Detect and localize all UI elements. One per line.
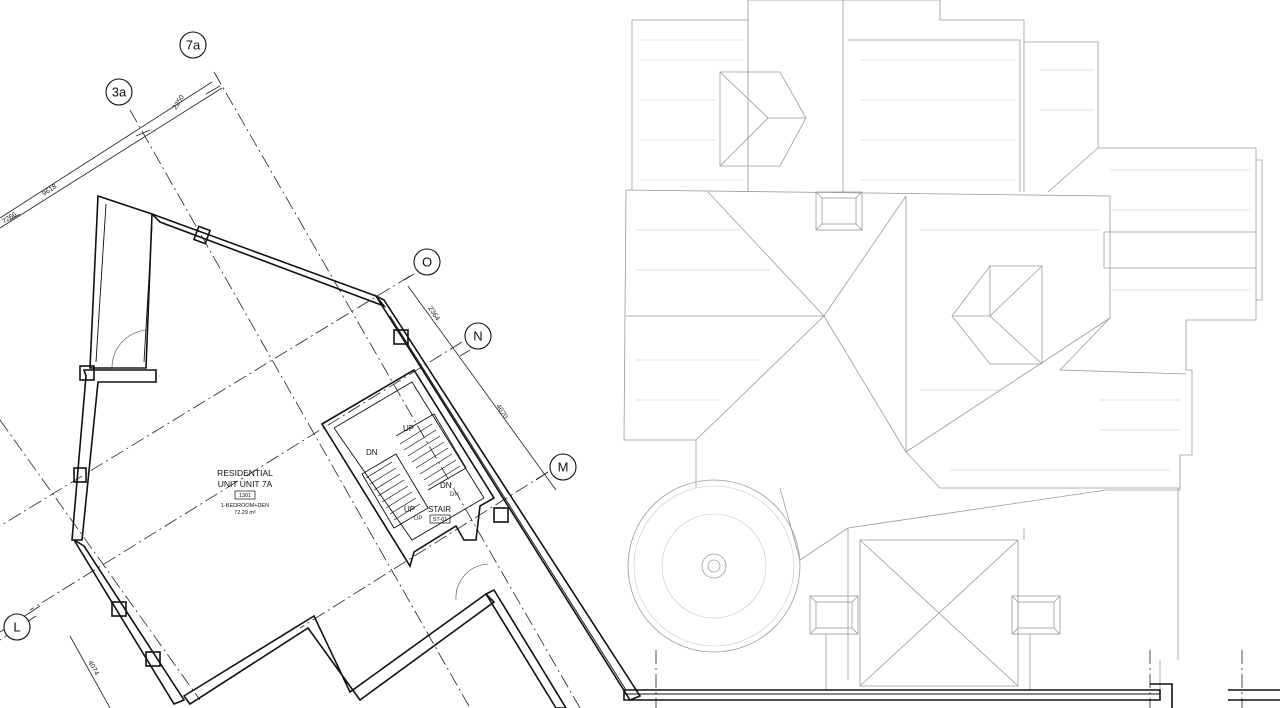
room-name-line2: UNIT UNIT 7A [218,479,273,489]
svg-text:7a: 7a [186,38,201,53]
grid-bubble-3a: 3a [105,78,133,106]
dimension-2250: 2250 [172,94,186,111]
wall-south-exterior-right [1150,683,1280,708]
svg-text:3a: 3a [112,85,127,100]
wall-south-exterior [623,689,1161,701]
round-turret [627,479,801,653]
wall-upper-diagonal [151,213,387,308]
roof-plan [623,0,1263,691]
wall-bottom-corridor [484,588,567,708]
wall-east-inner [389,315,627,691]
grid-line-m [299,471,549,629]
column-5 [192,225,212,245]
stair-label-dn-right: DN [440,481,452,490]
column-2 [73,467,87,483]
room-area: 72.29 m² [234,510,256,516]
wall-southwest-diagonal [73,539,186,705]
stair-tag: UP DN DN DN UP UP STAIR ST-01 [366,424,459,524]
chimney-bottom-right [1011,595,1061,635]
room-name-line1: RESIDENTIAL [217,468,273,478]
room-tag-unit-7a: RESIDENTIAL UNIT UNIT 7A 1301 1-BEDROOM+… [217,468,273,516]
column-1 [79,365,95,381]
roof-lower-edge [779,487,1107,561]
column-3 [111,601,127,617]
grid-lines [0,71,1243,708]
door-swings [111,329,489,601]
grid-bubble-n: N [464,322,492,350]
dimension-lines [0,81,557,708]
stair-core-inner [333,381,485,541]
chimney-bottom-left [809,595,859,635]
grid-line-7a [213,71,581,708]
building-walls [71,194,1280,708]
column-7 [493,507,509,523]
wall-east-diagonal [373,294,642,701]
dimension-9618: 9618 [41,183,58,197]
wall-west [71,369,157,541]
dimension-4070: 4070 [494,403,508,420]
roof-main-body [623,189,1187,488]
grid-bubble-l: L [3,613,31,641]
stair-treads [361,413,467,529]
stair-label-dn-small: DN [450,492,459,498]
door-swing-stair [455,563,489,601]
roof-ridge-top [747,0,1025,192]
svg-text:L: L [13,620,20,635]
corridor-walls [182,592,496,706]
wall-left-inner [95,203,153,363]
svg-text:N: N [473,329,482,344]
door-swing-balcony [111,329,147,369]
grid-bubble-o: O [413,248,441,276]
lower-court [825,488,1179,691]
room-type: 1-BEDROOM+DEN [221,503,269,509]
column-4 [145,651,161,667]
grid-line-o [0,275,411,527]
room-number: 1301 [239,493,251,499]
stair-number: ST-01 [433,517,448,523]
stair-core-walls [320,368,496,568]
roof-block-upper-left [632,0,1257,491]
roof-shingle-hatch [636,39,1250,471]
grid-bubble-7a: 7a [179,31,207,59]
svg-text:M: M [558,460,569,475]
stair-label-up-bottom: UP [404,505,415,514]
grid-line-n [29,341,463,611]
stair-name: STAIR [428,505,451,514]
grid-bubbles: 7a 3a O N M L [3,31,577,641]
dormer-top [719,71,807,167]
stair-label-up-small: UP [414,516,422,522]
svg-text:O: O [422,255,432,270]
dormer-center [951,265,1043,365]
roof-right-wing [1047,147,1263,301]
grid-line-left-diag [0,419,201,701]
roof-hip-center [823,195,907,453]
stair-label-up-top: UP [403,424,414,433]
stair-label-dn-left: DN [366,448,378,457]
chimney-top [815,191,863,231]
wall-left-exterior [89,194,153,369]
grid-bubble-m: M [549,453,577,481]
dimension-7266: 7266 [1,211,18,225]
roof-center-ridge [905,196,1180,489]
grid-line-l [0,615,37,641]
grid-line-3a [129,109,471,708]
